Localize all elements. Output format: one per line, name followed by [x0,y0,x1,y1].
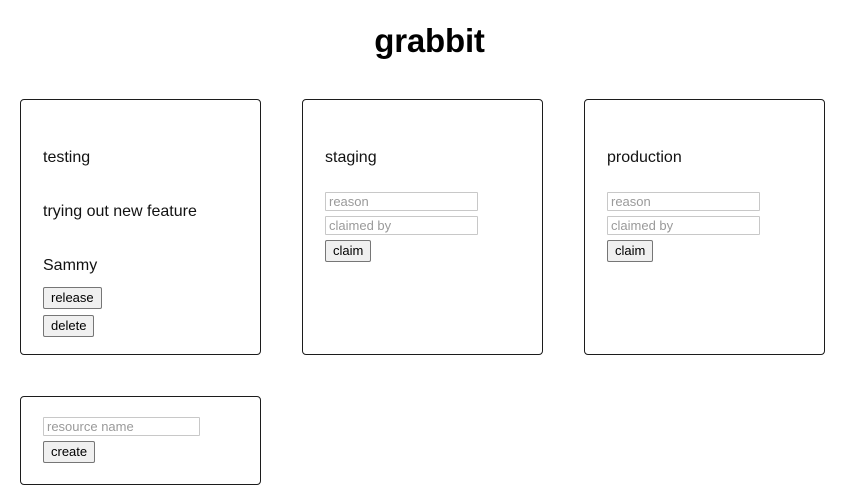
create-resource-card: create [20,396,261,485]
resource-card-production: production claim [584,99,825,355]
reason-input[interactable] [325,192,478,211]
resource-card-testing: testing trying out new feature Sammy rel… [20,99,261,355]
reason-input[interactable] [607,192,760,211]
resource-claimed-by: Sammy [43,257,98,274]
page-title: grabbit [374,22,485,59]
resource-name-input[interactable] [43,417,200,436]
claimed-by-input[interactable] [325,216,478,235]
claim-form: claim [325,192,520,262]
claimed-by-input[interactable] [607,216,760,235]
resource-reason: trying out new feature [43,203,197,220]
delete-button[interactable]: delete [43,315,95,337]
claim-button[interactable]: claim [607,240,654,262]
create-button[interactable]: create [43,441,96,463]
claim-button[interactable]: claim [325,240,372,262]
resource-actions: release delete [43,287,238,337]
resource-name: testing [43,149,91,166]
resource-card-staging: staging claim [302,99,543,355]
resource-card-row: testing trying out new feature Sammy rel… [20,99,825,355]
resource-name: production [607,149,682,166]
release-button[interactable]: release [43,287,102,309]
claim-form: claim [607,192,802,262]
resource-name: staging [325,149,377,166]
